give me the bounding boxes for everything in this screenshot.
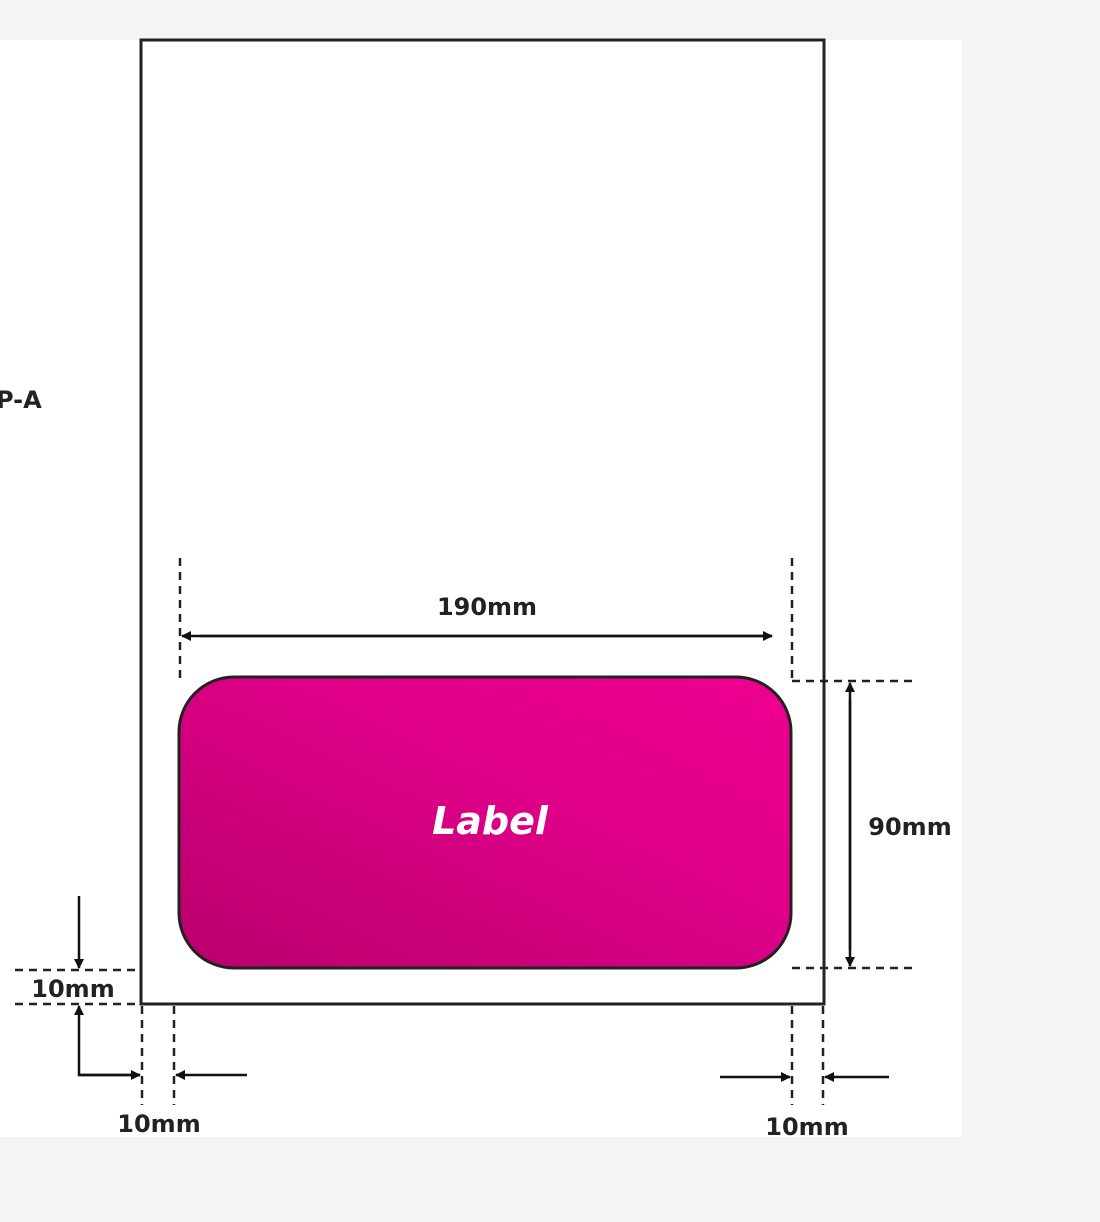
bottom-margin-arrow-up [74, 1005, 140, 1077]
dimension-arrows [74, 631, 889, 1082]
height-dimension: 90mm [868, 813, 951, 841]
side-text: P-A [0, 386, 42, 414]
bottom-margin-dimension: 10mm [31, 975, 114, 1003]
guide-lines [15, 558, 915, 1105]
width-dimension: 190mm [437, 593, 537, 621]
label-text: Label [432, 799, 549, 843]
label-shape [177, 675, 793, 970]
right-margin-dimension: 10mm [765, 1113, 848, 1141]
left-margin-dimension: 10mm [117, 1110, 200, 1138]
